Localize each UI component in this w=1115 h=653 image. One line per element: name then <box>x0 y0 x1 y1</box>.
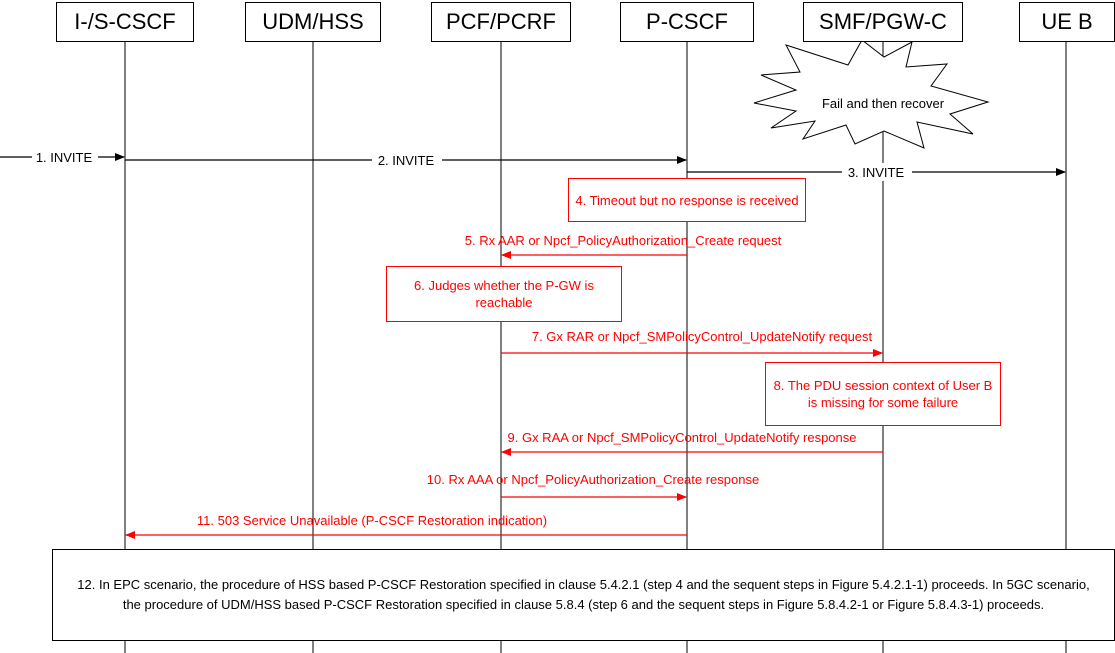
entity-udm-hss: UDM/HSS <box>245 2 381 42</box>
msg2-label: 2. INVITE <box>378 153 435 168</box>
note-step-8: 8. The PDU session context of User B is … <box>765 362 1001 426</box>
entity-i-s-cscf: I-/S-CSCF <box>56 2 194 42</box>
msg1-label: 1. INVITE <box>36 150 93 165</box>
entity-p-cscf: P-CSCF <box>620 2 754 42</box>
final-step-box: 12. In EPC scenario, the procedure of HS… <box>52 549 1115 641</box>
failure-burst-shape <box>753 39 990 149</box>
failure-burst-label: Fail and then recover <box>821 96 945 111</box>
msg5-label: 5. Rx AAR or Npcf_PolicyAuthorization_Cr… <box>465 233 782 248</box>
final-step-text: 12. In EPC scenario, the procedure of HS… <box>77 577 1090 612</box>
entity-pcf-pcrf: PCF/PCRF <box>431 2 571 42</box>
note-step-6: 6. Judges whether the P-GW is reachable <box>386 266 622 322</box>
entity-smf-pgw-c: SMF/PGW-C <box>803 2 963 42</box>
msg3-label: 3. INVITE <box>848 165 905 180</box>
msg9-label: 9. Gx RAA or Npcf_SMPolicyControl_Update… <box>508 430 857 445</box>
entity-ue-b: UE B <box>1019 2 1115 42</box>
msg11-label: 11. 503 Service Unavailable (P-CSCF Rest… <box>197 513 547 528</box>
note-step-4: 4. Timeout but no response is received <box>568 178 806 222</box>
msg7-label: 7. Gx RAR or Npcf_SMPolicyControl_Update… <box>532 329 873 344</box>
msg10-label: 10. Rx AAA or Npcf_PolicyAuthorization_C… <box>427 472 759 487</box>
